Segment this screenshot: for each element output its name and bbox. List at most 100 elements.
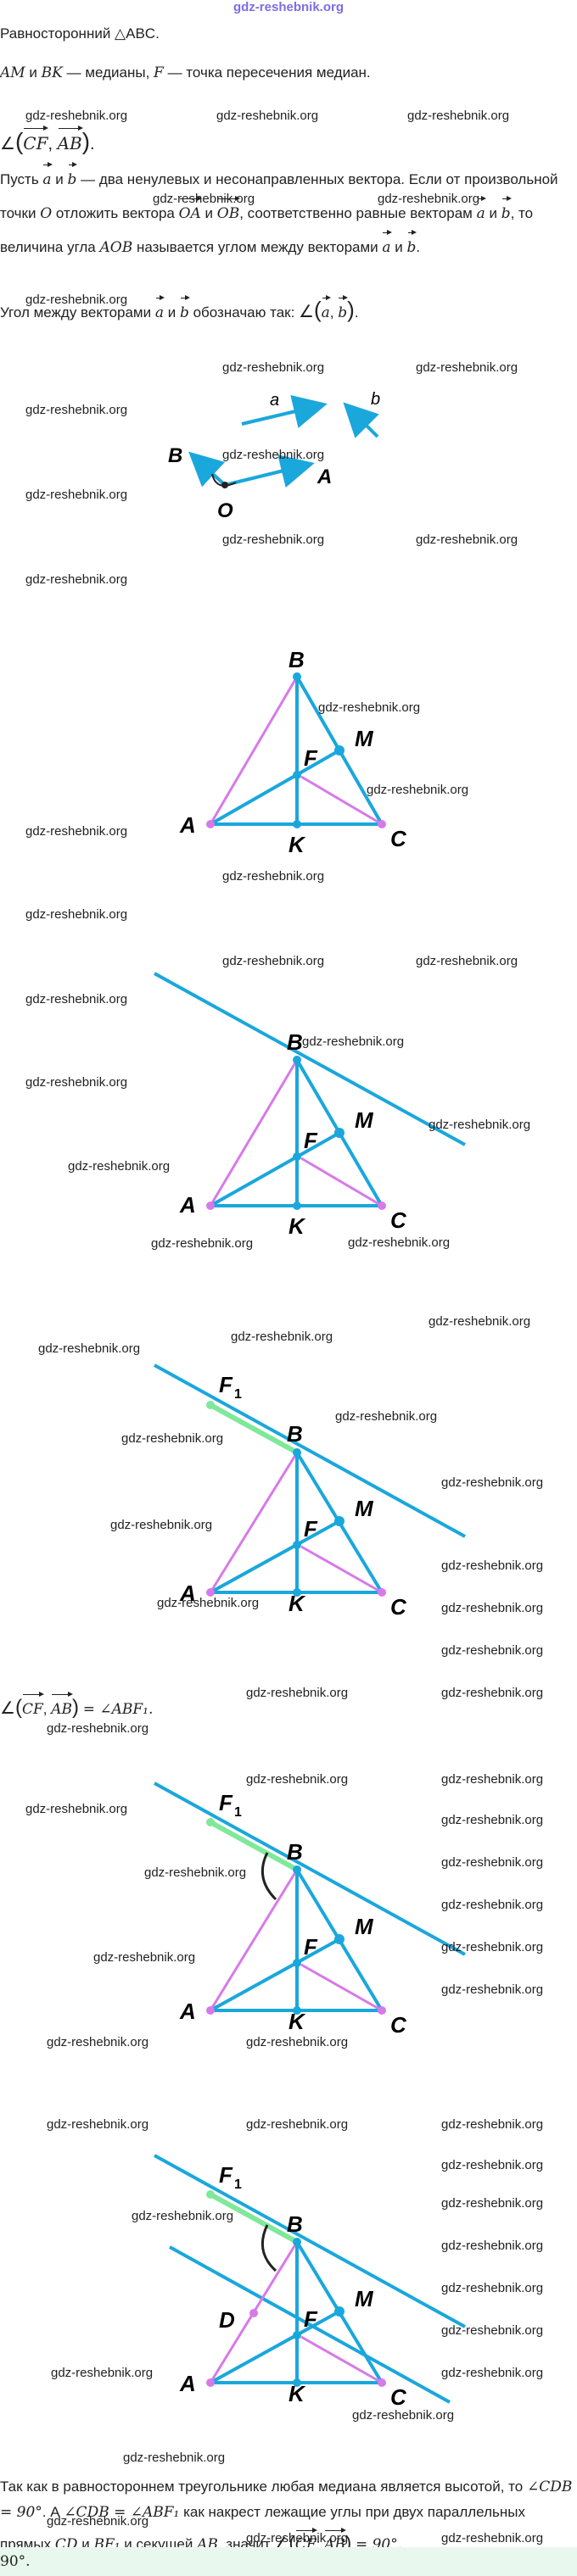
watermark: gdz-reshebnik.org bbox=[246, 1772, 349, 1787]
watermark: gdz-reshebnik.org bbox=[441, 1898, 544, 1912]
watermark: gdz-reshebnik.org bbox=[416, 360, 518, 375]
vector-bf1-highlight bbox=[209, 2192, 299, 2244]
given-text: Равносторонний △ABC. bbox=[0, 25, 160, 42]
label-b: B bbox=[287, 2211, 303, 2237]
label-f: F bbox=[304, 1934, 318, 1960]
vector-b: b bbox=[501, 193, 512, 227]
point-f-dot bbox=[293, 771, 301, 779]
watermark: gdz-reshebnik.org bbox=[51, 2366, 154, 2380]
label-c: C bbox=[390, 2384, 407, 2410]
angle-arc bbox=[211, 473, 237, 487]
angle-symbol: ∠ bbox=[0, 135, 15, 153]
label-d: D bbox=[219, 2307, 235, 2333]
median-bk: BK bbox=[41, 64, 63, 81]
watermark: gdz-reshebnik.org bbox=[246, 1686, 349, 1700]
vector-a: a bbox=[42, 159, 53, 193]
label-k: K bbox=[288, 2009, 306, 2034]
label-c: C bbox=[390, 826, 407, 851]
vertex-a bbox=[206, 2378, 215, 2387]
watermark: gdz-reshebnik.org bbox=[441, 1475, 544, 1490]
watermark: gdz-reshebnik.org bbox=[25, 1802, 128, 1816]
watermark: gdz-reshebnik.org bbox=[348, 1235, 451, 1250]
median-am: AM bbox=[0, 64, 25, 81]
label-c: C bbox=[390, 1594, 407, 1620]
conclusion-text: Так как в равностороннем треугольнике лю… bbox=[0, 2478, 524, 2495]
watermark: gdz-reshebnik.org bbox=[246, 2117, 349, 2132]
vector-b: b bbox=[180, 293, 190, 326]
label-a-point: A bbox=[317, 466, 332, 488]
figure-triangle-cd: F 1 B D A C K M F bbox=[154, 2154, 466, 2410]
def-text: , соответственно равные векторам bbox=[239, 205, 473, 221]
label-b-point: B bbox=[168, 444, 182, 467]
side-ab bbox=[209, 676, 299, 825]
watermark: gdz-reshebnik.org bbox=[47, 2117, 149, 2132]
label-f1-subscript: 1 bbox=[234, 1387, 242, 1402]
def-text: Пусть bbox=[0, 171, 39, 187]
label-m: M bbox=[355, 2286, 374, 2311]
vertex-b bbox=[293, 1448, 301, 1457]
angle-equality: ∠(CF, AB) = ∠ABF₁. bbox=[0, 1689, 573, 1723]
watermark: gdz-reshebnik.org bbox=[441, 1601, 544, 1615]
watermark: gdz-reshebnik.org bbox=[93, 1950, 196, 1965]
vector-a: a bbox=[322, 293, 331, 326]
figure-triangle-f1: F 1 B A C K M F bbox=[154, 1363, 466, 1620]
point-m bbox=[334, 1934, 345, 1944]
point-f1 bbox=[206, 1401, 215, 1409]
watermark: gdz-reshebnik.org bbox=[222, 360, 325, 375]
point-k bbox=[293, 820, 301, 828]
point-m bbox=[334, 1516, 345, 1526]
vertex-a bbox=[206, 820, 215, 828]
watermark: gdz-reshebnik.org bbox=[416, 532, 518, 547]
watermark: gdz-reshebnik.org bbox=[441, 1855, 544, 1870]
vector-a: a bbox=[477, 193, 486, 227]
vertex-c bbox=[378, 1202, 386, 1210]
watermark: gdz-reshebnik.org bbox=[132, 2209, 234, 2223]
vector-ob-arrow bbox=[188, 451, 227, 488]
vector-b: b bbox=[338, 293, 349, 326]
vector-cf-line bbox=[300, 1545, 383, 1594]
site-brand[interactable]: gdz-reshebnik.org bbox=[232, 0, 344, 14]
label-f1-subscript: 1 bbox=[234, 1805, 242, 1820]
conclusion-text: . А bbox=[42, 2504, 60, 2520]
vertex-c bbox=[378, 2378, 386, 2387]
watermark: gdz-reshebnik.org bbox=[441, 2196, 544, 2211]
equation-cdb-90: ∠CDB = 90° bbox=[0, 2478, 573, 2521]
vector-ob: OB bbox=[217, 193, 241, 227]
vertex-a bbox=[206, 1202, 215, 1210]
point-o: O bbox=[40, 205, 53, 222]
point-k bbox=[293, 1588, 301, 1597]
watermark: gdz-reshebnik.org bbox=[318, 700, 421, 715]
watermark: gdz-reshebnik.org bbox=[441, 1940, 544, 1954]
watermark: gdz-reshebnik.org bbox=[441, 1772, 544, 1787]
watermark: gdz-reshebnik.org bbox=[441, 1813, 544, 1827]
figure-triangle-parallel: B A C K M F bbox=[154, 972, 466, 1239]
watermark: gdz-reshebnik.org bbox=[151, 1236, 254, 1251]
vertex-b bbox=[293, 1865, 301, 1874]
vertex-c bbox=[378, 820, 386, 828]
point-m bbox=[334, 2306, 345, 2317]
label-a: A bbox=[179, 1192, 196, 1218]
watermark: gdz-reshebnik.org bbox=[47, 2035, 149, 2049]
vector-a: a bbox=[155, 293, 165, 326]
point-m bbox=[334, 745, 345, 756]
line-through-b bbox=[154, 2154, 466, 2328]
def-text: Угол между векторами bbox=[0, 304, 152, 321]
label-b: b bbox=[371, 390, 380, 409]
watermark: gdz-reshebnik.org bbox=[246, 2531, 349, 2545]
label-a: A bbox=[179, 812, 196, 838]
intersection-text: — точка пересечения медиан. bbox=[167, 64, 371, 81]
watermark: gdz-reshebnik.org bbox=[335, 1409, 438, 1424]
watermark: gdz-reshebnik.org bbox=[25, 293, 128, 307]
definition-paragraph: Пусть a и b — два ненулевых и несонаправ… bbox=[0, 159, 573, 261]
point-f1 bbox=[206, 1818, 215, 1826]
label-f: F bbox=[304, 1128, 318, 1153]
vector-cf-line bbox=[300, 1157, 383, 1207]
answer-box: 90°. bbox=[0, 2547, 577, 2576]
watermark: gdz-reshebnik.org bbox=[153, 192, 255, 206]
watermark: gdz-reshebnik.org bbox=[25, 824, 128, 839]
medians-text: — медианы, bbox=[66, 64, 150, 81]
line-through-b bbox=[154, 972, 466, 1146]
label-c: C bbox=[390, 2012, 407, 2038]
label-k: K bbox=[288, 1213, 306, 1239]
vector-cf-line bbox=[300, 1963, 383, 2012]
